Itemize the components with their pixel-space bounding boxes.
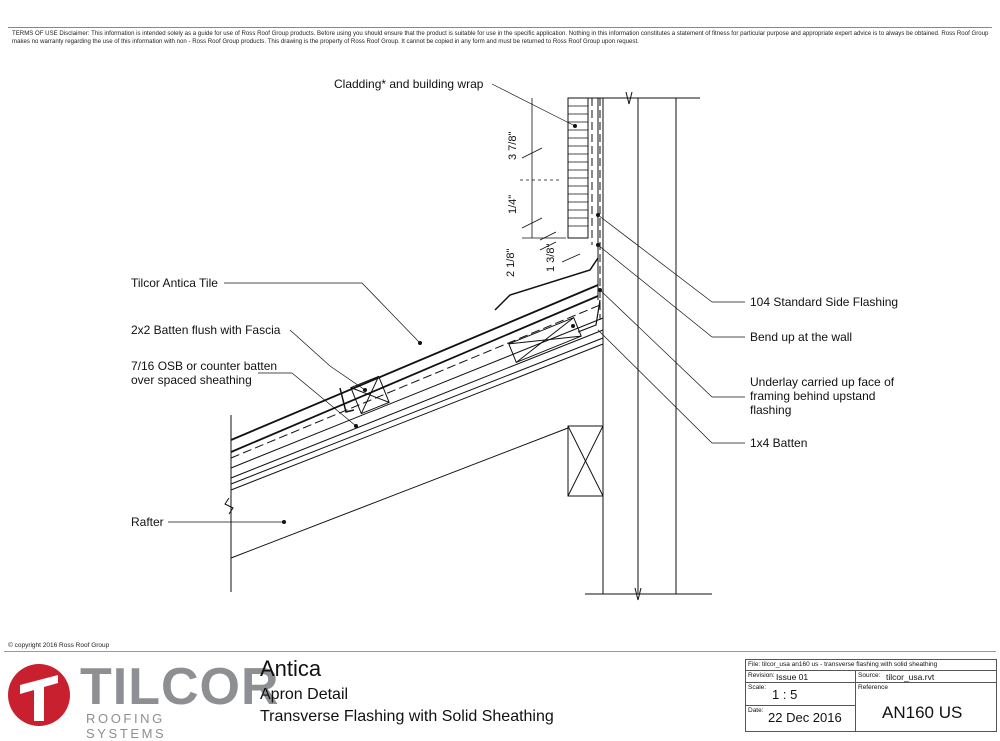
label-cladding: Cladding* and building wrap xyxy=(334,77,484,91)
batten-2x2 xyxy=(350,375,390,415)
title-block: File: tilcor_usa an160 us - transverse f… xyxy=(745,659,997,732)
label-rafter: Rafter xyxy=(131,515,164,529)
reference-cell: Reference AN160 US xyxy=(856,683,996,731)
scale-cell: Scale: 1 : 5 xyxy=(746,683,856,706)
file-name: tilcor_usa an160 us - transverse flashin… xyxy=(762,661,938,668)
source-caption: Source: xyxy=(858,672,881,679)
tilcor-logo: TILCOR ROOFING SYSTEMS xyxy=(6,659,279,741)
reference-value: AN160 US xyxy=(882,703,963,722)
label-bend-up: Bend up at the wall xyxy=(750,330,853,344)
tile-bottom xyxy=(230,295,599,453)
batten-1x4 xyxy=(567,425,604,497)
rafter-bottom xyxy=(230,427,569,559)
reference-caption: Reference xyxy=(858,684,888,691)
tilcor-logo-mark xyxy=(8,664,70,726)
cladding-hatch xyxy=(568,105,588,227)
label-underlay-line2: framing behind upstand xyxy=(750,389,876,403)
top-rule xyxy=(8,27,992,28)
label-tile: Tilcor Antica Tile xyxy=(131,276,218,290)
bottom-rule xyxy=(4,651,996,652)
dimension-flashing-height: 2 1/8" xyxy=(505,248,517,277)
file-caption: File: xyxy=(748,661,761,668)
product-title: Antica xyxy=(260,656,322,681)
dimension-gap: 1/4" xyxy=(507,194,519,214)
source-cell: Source: tilcor_usa.rvt xyxy=(856,671,996,683)
terms-disclaimer: TERMS OF USE Disclaimer: This informatio… xyxy=(12,30,989,45)
cladding-panel xyxy=(567,97,589,239)
break-mark-top xyxy=(625,91,633,105)
break-mark-bottom xyxy=(634,587,642,601)
brand-tagline: ROOFING SYSTEMS xyxy=(86,711,167,741)
label-underlay-line1: Underlay carried up face of xyxy=(750,375,895,389)
date-caption: Date: xyxy=(748,707,764,714)
detail-subtitle: Transverse Flashing with Solid Sheathing xyxy=(260,708,554,725)
file-row: File: tilcor_usa an160 us - transverse f… xyxy=(746,660,996,671)
underlay xyxy=(230,304,601,459)
rafter-break xyxy=(224,497,234,515)
label-side-flashing: 104 Standard Side Flashing xyxy=(750,295,899,309)
label-batten-1x4: 1x4 Batten xyxy=(750,436,808,450)
dimension-lines xyxy=(520,98,581,263)
date-cell: Date: 22 Dec 2016 xyxy=(746,706,856,731)
revision-caption: Revision: xyxy=(748,672,775,679)
fascia-clip xyxy=(339,387,355,413)
brand-name: TILCOR xyxy=(80,658,280,716)
sheathing-top xyxy=(230,337,604,485)
batten-upper xyxy=(508,316,582,364)
tile-top xyxy=(230,284,599,441)
date-value: 22 Dec 2016 xyxy=(768,710,842,725)
detail-title: Apron Detail xyxy=(260,686,349,703)
flashing-top-bend xyxy=(494,257,599,311)
label-osb-line1: 7/16 OSB or counter batten xyxy=(131,359,278,373)
scale-value: 1 : 5 xyxy=(772,687,798,702)
label-osb-line2: over spaced sheathing xyxy=(131,373,252,387)
sheathing-bottom xyxy=(230,343,604,491)
leader-dots xyxy=(282,124,602,524)
revision-value: Issue 01 xyxy=(776,672,809,682)
revision-cell: Revision: Issue 01 xyxy=(746,671,856,683)
copyright-note: © copyright 2016 Ross Roof Group xyxy=(8,642,110,649)
source-value: tilcor_usa.rvt xyxy=(886,672,935,682)
flashing-wall-turn xyxy=(577,299,601,333)
dimension-upstand: 1 3/8" xyxy=(545,243,557,272)
label-batten-2x2: 2x2 Batten flush with Fascia xyxy=(131,323,281,337)
title-area: Antica Apron Detail Transverse Flashing … xyxy=(260,656,554,728)
dimension-cladding-height: 3 7/8" xyxy=(507,131,519,160)
scale-caption: Scale: xyxy=(748,684,767,691)
label-underlay-line3: flashing xyxy=(750,403,792,417)
leader-lines xyxy=(168,83,745,523)
osb-bottom xyxy=(230,329,604,479)
osb-top xyxy=(230,317,604,469)
